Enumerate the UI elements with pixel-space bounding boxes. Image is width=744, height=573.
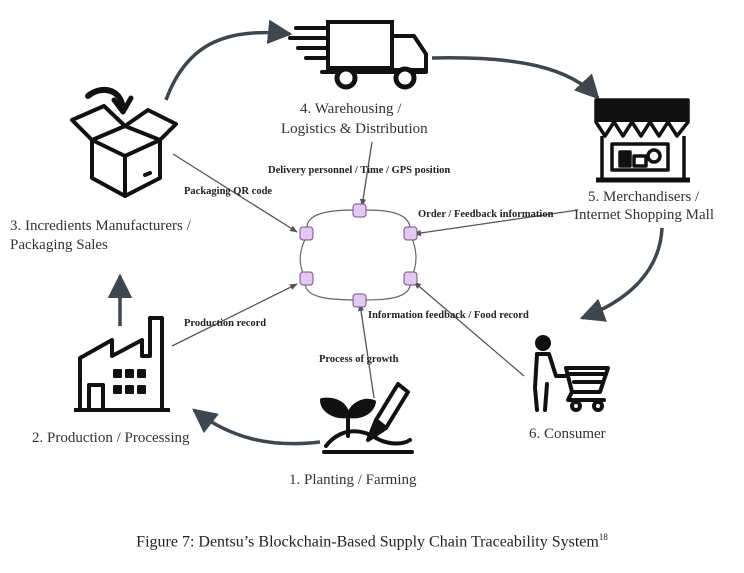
- blockchain-node: [403, 226, 418, 241]
- node-label-manufacturers-line1: 3. Incredients Manufacturers /: [10, 218, 192, 234]
- box-icon: [70, 86, 178, 198]
- flow-arrow-truck-to-store: [431, 56, 600, 100]
- edge-label-production-record: Production record: [184, 318, 266, 329]
- shopping-cart-icon: [533, 335, 610, 412]
- blockchain-node: [299, 271, 314, 286]
- edge-label-packaging-qr: Packaging QR code: [184, 186, 272, 197]
- node-label-merchandisers-line2: Internet Shopping Mall: [574, 207, 714, 223]
- figure-caption-text: Figure 7: Dentsu’s Blockchain-Based Supp…: [136, 533, 599, 551]
- figure-caption-footnote: 18: [598, 532, 608, 542]
- blockchain-node: [352, 203, 367, 218]
- node-label-consumer: 6. Consumer: [529, 426, 606, 442]
- figure-caption: Figure 7: Dentsu’s Blockchain-Based Supp…: [0, 532, 744, 551]
- node-label-planting: 1. Planting / Farming: [289, 472, 417, 488]
- edge-label-process-growth: Process of growth: [319, 354, 399, 365]
- edge-packaging-qr: [172, 153, 298, 233]
- node-label-warehousing-line2: Logistics & Distribution: [281, 121, 428, 137]
- blockchain-ring: [299, 203, 418, 308]
- planting-icon: [320, 382, 414, 454]
- node-label-merchandisers-line1: 5. Merchandisers /: [588, 189, 700, 205]
- blockchain-node: [352, 293, 367, 308]
- edge-info-feedback: [413, 281, 525, 377]
- store-icon: [594, 98, 690, 183]
- edge-label-order-feedback: Order / Feedback information: [418, 209, 554, 220]
- truck-icon: [288, 20, 428, 90]
- flow-arrow-box-to-truck: [164, 19, 293, 101]
- node-label-production: 2. Production / Processing: [32, 430, 190, 446]
- flow-arrow-planting-to-factory: [192, 408, 321, 446]
- node-label-warehousing-line1: 4. Warehousing /: [300, 101, 402, 117]
- node-label-manufacturers-line2: Packaging Sales: [10, 237, 108, 253]
- blockchain-node: [299, 226, 314, 241]
- edge-label-info-feedback: Information feedback / Food record: [368, 310, 529, 321]
- edge-production-record: [171, 283, 298, 347]
- factory-icon: [74, 316, 170, 412]
- edge-label-delivery: Delivery personnel / Time / GPS position: [268, 165, 450, 176]
- flow-arrow-store-to-consumer: [579, 227, 664, 322]
- edge-delivery: [360, 141, 373, 207]
- blockchain-node: [403, 271, 418, 286]
- edge-order-feedback: [413, 209, 579, 237]
- edge-process-growth: [357, 303, 375, 399]
